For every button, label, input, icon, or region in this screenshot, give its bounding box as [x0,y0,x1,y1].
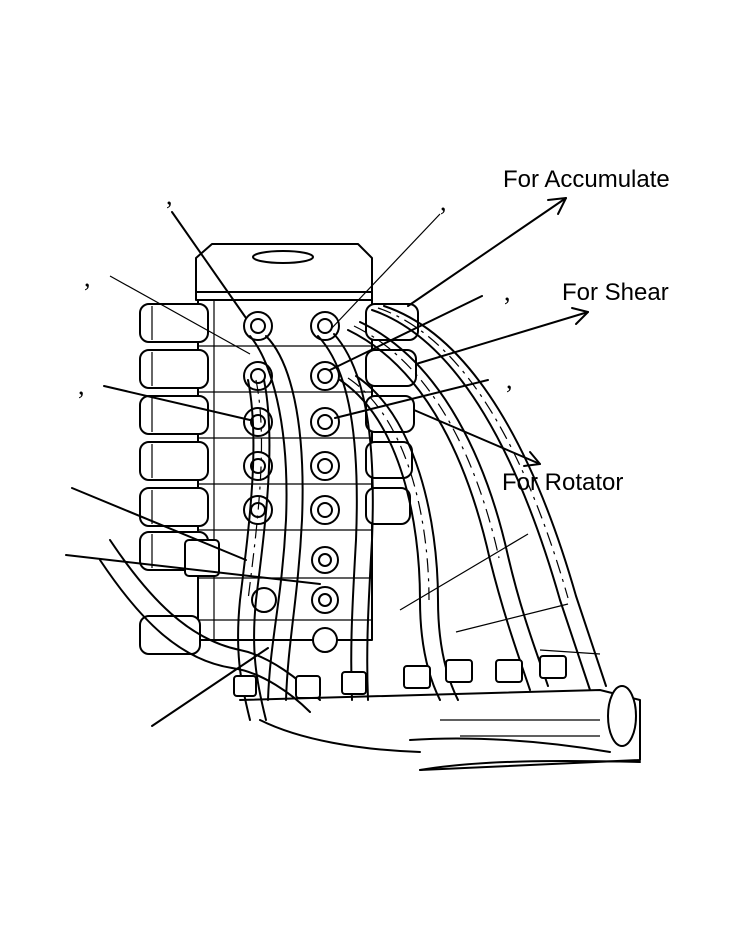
arrow-accumulate [407,197,567,307]
port-fittings [243,311,340,653]
arrowhead-shear-icon [571,307,589,325]
comma-mark: , [504,277,511,306]
arrow-shear [415,311,589,365]
comma-mark: , [78,371,85,400]
label-for-shear: For Shear [562,279,669,306]
comma-mark: , [166,181,173,210]
comma-mark: , [506,365,513,394]
comma-mark: , [440,187,447,216]
arrow-rotator [413,409,541,465]
arrowhead-rotator-icon [523,451,541,467]
left-solenoids [139,303,209,655]
hydraulic-hoses [99,305,641,771]
comma-mark: , [84,263,91,292]
leader-lines [65,211,601,727]
label-for-accumulate: For Accumulate [503,166,670,193]
arrowhead-accumulate-icon [547,197,567,215]
callout-arrows [407,197,589,467]
label-for-rotator: For Rotator [502,469,623,496]
